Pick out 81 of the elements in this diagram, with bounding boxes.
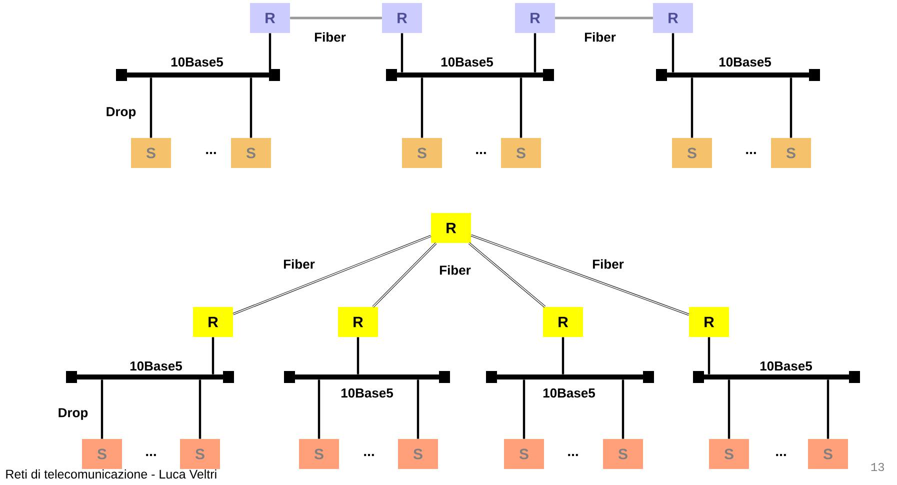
- cable: [400, 33, 404, 72]
- router-box: R: [543, 307, 583, 337]
- station-box: S: [131, 138, 171, 168]
- edge-label: Fiber: [591, 258, 625, 270]
- edge-label: Drop: [104, 106, 138, 120]
- drop-cable: [198, 380, 202, 439]
- drop-cable: [826, 380, 830, 439]
- bus-cable: [284, 371, 450, 383]
- bus-label: 10Base5: [441, 57, 494, 67]
- fiber-link: [372, 242, 437, 308]
- station-box: S: [672, 138, 712, 168]
- ellipsis-label: ...: [746, 152, 756, 154]
- edge-label: Fiber: [282, 258, 316, 270]
- cable: [212, 337, 214, 374]
- station-box: S: [709, 439, 749, 469]
- drop-cable: [318, 380, 320, 439]
- drop-cable: [790, 78, 792, 138]
- station-box: S: [402, 138, 442, 168]
- router-box: R: [515, 3, 555, 33]
- drop-cable: [150, 78, 152, 138]
- ellipsis-label: ...: [206, 152, 216, 154]
- ellipsis-label: ...: [146, 454, 156, 456]
- cable: [562, 337, 564, 374]
- cable: [708, 337, 710, 374]
- drop-cable: [522, 380, 526, 439]
- ellipsis-label: ...: [476, 152, 486, 154]
- edge-label: Fiber: [438, 264, 472, 276]
- cable: [356, 337, 360, 374]
- edge-label: Fiber: [583, 31, 617, 43]
- router-box: R: [689, 307, 729, 337]
- page-number: 13: [871, 462, 884, 472]
- station-box: S: [398, 439, 438, 469]
- router-box: R: [193, 307, 233, 337]
- station-box: S: [299, 439, 339, 469]
- fiber-link: [468, 242, 546, 308]
- fiber-link: [470, 234, 690, 316]
- bus-label: 10Base5: [719, 57, 772, 67]
- footer-text: Reti di telecomunicazione - Luca Veltri: [6, 469, 216, 479]
- bus-cable: [116, 69, 280, 81]
- cable: [268, 33, 272, 72]
- station-box: S: [180, 439, 220, 469]
- drop-cable: [622, 380, 624, 439]
- drop-cable: [416, 380, 420, 439]
- ellipsis-label: ...: [776, 454, 786, 456]
- router-box: R: [338, 307, 378, 337]
- bus-label: 10Base5: [760, 361, 812, 371]
- station-box: S: [603, 439, 643, 469]
- bus-label: 10Base5: [543, 388, 596, 398]
- bus-label: 10Base5: [130, 361, 182, 371]
- router-box: R: [250, 3, 290, 33]
- router-box: R: [653, 3, 693, 33]
- drop-cable: [100, 380, 104, 439]
- station-box: S: [82, 439, 122, 469]
- bus-cable: [486, 371, 654, 383]
- station-box: S: [501, 138, 541, 168]
- router-box: R: [431, 213, 471, 243]
- fiber-link: [290, 16, 382, 20]
- bus-cable: [66, 371, 234, 383]
- fiber-link: [232, 234, 432, 316]
- drop-cable: [520, 78, 522, 138]
- bus-cable: [386, 69, 554, 81]
- ellipsis-label: ...: [364, 454, 374, 456]
- edge-label: Drop: [56, 407, 90, 421]
- station-box: S: [808, 439, 848, 469]
- drop-cable: [690, 78, 694, 138]
- router-box: R: [382, 3, 422, 33]
- bus-label: 10Base5: [341, 388, 394, 398]
- station-box: S: [771, 138, 811, 168]
- station-box: S: [504, 439, 544, 469]
- drop-cable: [728, 380, 730, 439]
- cable: [672, 33, 674, 72]
- fiber-link: [555, 16, 653, 20]
- cable: [534, 33, 536, 72]
- bus-label: 10Base5: [171, 57, 224, 67]
- ellipsis-label: ...: [568, 454, 578, 456]
- bus-cable: [693, 371, 860, 383]
- drop-cable: [250, 78, 252, 138]
- station-box: S: [231, 138, 271, 168]
- bus-cable: [656, 69, 820, 81]
- drop-cable: [420, 78, 424, 138]
- edge-label: Fiber: [313, 31, 347, 43]
